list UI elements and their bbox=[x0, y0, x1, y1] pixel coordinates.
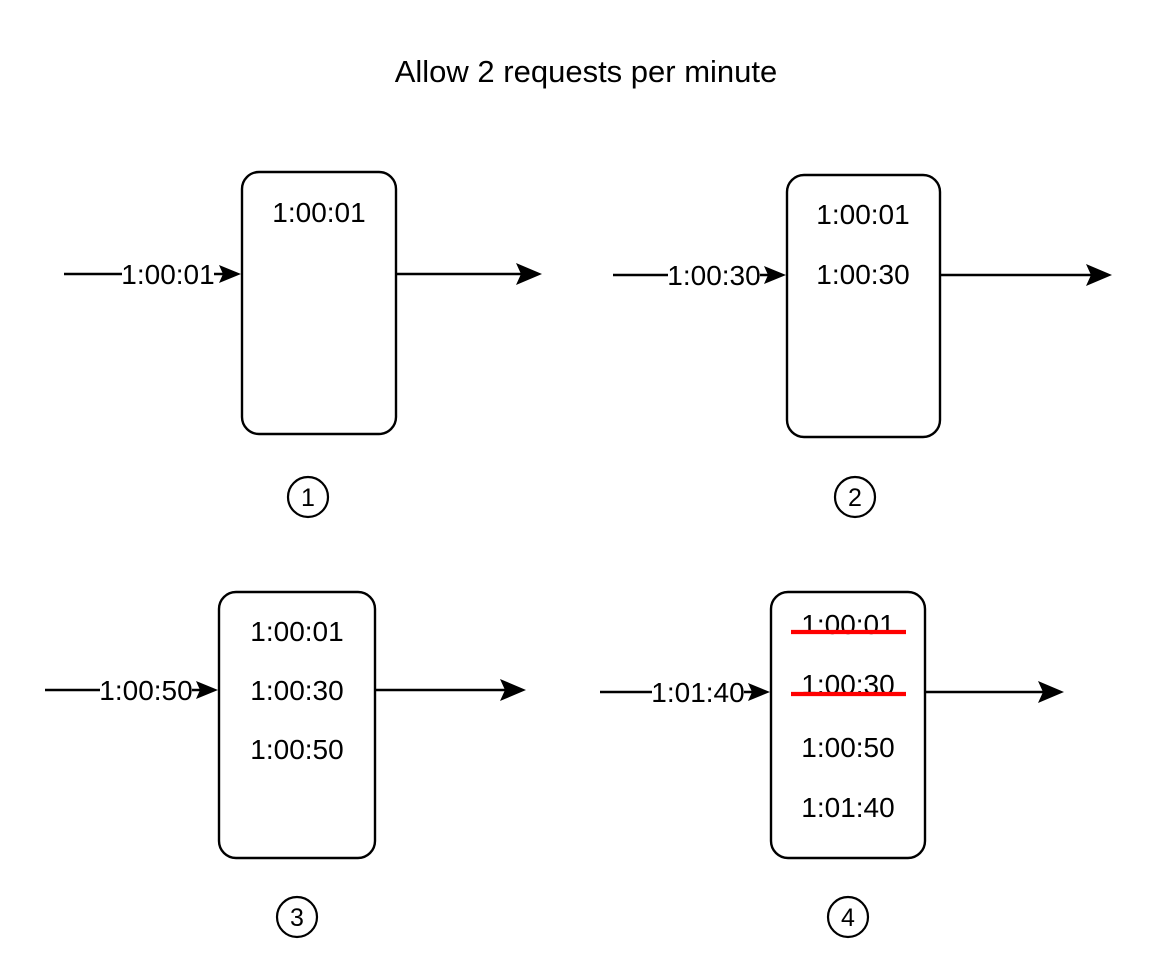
panel-1: 1:00:01 1:00:01 1 bbox=[64, 170, 542, 519]
panel-2-step-circle bbox=[833, 475, 877, 519]
panel-2-outgoing-arrowhead bbox=[1086, 264, 1112, 286]
panel-1-step-circle bbox=[286, 475, 330, 519]
panel-1-step-number: 1 bbox=[301, 484, 315, 512]
panel-4-step-circle bbox=[826, 895, 870, 939]
panel-2: 1:00:30 1:00:01 1:00:30 2 bbox=[613, 173, 1112, 519]
diagram-title: Allow 2 requests per minute bbox=[395, 54, 778, 89]
panel-4-outgoing-arrowhead bbox=[1038, 681, 1064, 703]
panel-1-outgoing-arrowhead bbox=[516, 263, 542, 285]
panel-3-entry-0: 1:00:01 bbox=[250, 616, 343, 647]
panel-2-queue-box bbox=[785, 173, 942, 439]
panel-2-incoming-label: 1:00:30 bbox=[667, 260, 760, 291]
panel-4-entry-3: 1:01:40 bbox=[801, 792, 894, 823]
panel-2-step-number: 2 bbox=[848, 484, 862, 512]
panel-4-queue-box bbox=[769, 590, 927, 860]
panel-4: 1:01:40 1:00:01 1:00:30 1:00:50 1:01:40 … bbox=[600, 590, 1064, 939]
panel-3-entry-1: 1:00:30 bbox=[250, 675, 343, 706]
panel-2-incoming-arrowhead bbox=[764, 266, 786, 284]
panel-3-queue-box bbox=[217, 590, 377, 860]
panel-1-queue-box bbox=[240, 170, 398, 436]
panel-1-entry-0: 1:00:01 bbox=[272, 197, 365, 228]
panel-4-step-number: 4 bbox=[841, 904, 855, 932]
panel-3: 1:00:50 1:00:01 1:00:30 1:00:50 3 bbox=[45, 590, 526, 939]
panel-2-entry-0: 1:00:01 bbox=[816, 199, 909, 230]
panel-3-incoming-arrowhead bbox=[196, 681, 218, 699]
panel-4-entry-0: 1:00:01 bbox=[801, 609, 894, 640]
panel-1-incoming-label: 1:00:01 bbox=[121, 259, 214, 290]
panel-4-incoming-label: 1:01:40 bbox=[651, 677, 744, 708]
panel-3-outgoing-arrowhead bbox=[500, 679, 526, 701]
panel-3-step-number: 3 bbox=[290, 904, 304, 932]
panel-3-entry-2: 1:00:50 bbox=[250, 734, 343, 765]
panel-4-entry-2: 1:00:50 bbox=[801, 732, 894, 763]
panel-1-incoming-arrowhead bbox=[219, 265, 241, 283]
panel-3-incoming-label: 1:00:50 bbox=[99, 675, 192, 706]
panel-4-incoming-arrowhead bbox=[748, 683, 770, 701]
panel-2-entry-1: 1:00:30 bbox=[816, 259, 909, 290]
panel-3-step-circle bbox=[275, 895, 319, 939]
